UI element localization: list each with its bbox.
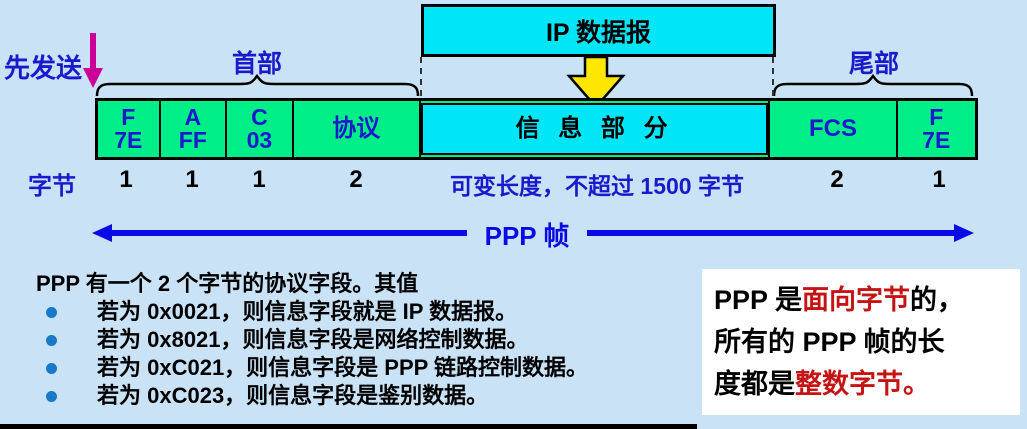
bytes-flag-start: 1 (119, 166, 133, 193)
bullet-text: 若为 0xC021，则信息字段是 PPP 链路控制数据。 (97, 355, 589, 380)
field-address-line1: A (184, 103, 202, 130)
field-information-label: 信 息 部 分 (515, 114, 674, 142)
callout-text-red: 整数字节。 (795, 369, 930, 399)
bullet-text: 若为 0x0021，则信息字段就是 IP 数据报。 (97, 299, 518, 324)
list-item: 若为 0x8021，则信息字段是网络控制数据。 (36, 326, 691, 354)
bytes-protocol: 2 (349, 166, 363, 193)
field-fcs-label: FCS (808, 114, 857, 142)
callout-text-red: 面向字节 (802, 285, 911, 315)
field-control-line2: 03 (246, 127, 273, 153)
bullet-text: 若为 0x8021，则信息字段是网络控制数据。 (97, 327, 529, 352)
first-sent-arrow (83, 33, 103, 88)
protocol-notes: PPP 有一个 2 个字节的协议字段。其值 若为 0x0021，则信息字段就是 … (36, 270, 691, 410)
callout-text: 度都是 (714, 369, 795, 399)
ppp-span-arrowhead-left (92, 224, 112, 242)
bytes-row-label: 字节 (28, 173, 76, 200)
information-inner-box: 信 息 部 分 (420, 103, 769, 155)
field-flag-start: F 7E (98, 101, 161, 157)
field-address-line2: FF (178, 127, 207, 153)
callout-text: 的， (910, 285, 965, 315)
field-protocol: 协议 (294, 101, 421, 157)
bytes-fcs: 2 (830, 166, 844, 193)
field-control: C 03 (227, 101, 294, 157)
ppp-span-arrowhead-right (954, 224, 974, 242)
trailer-label: 尾部 (848, 50, 900, 78)
callout-line: 所有的 PPP 帧的长 (714, 321, 1008, 363)
field-address: A FF (161, 101, 228, 157)
bullet-icon (46, 363, 57, 374)
bytes-information: 可变长度，不超过 1500 字节 (450, 173, 744, 199)
list-item: 若为 0xC023，则信息字段是鉴别数据。 (36, 382, 691, 410)
header-label: 首部 (231, 50, 283, 78)
bottom-edge-strip (0, 424, 697, 429)
field-control-line1: C (251, 103, 268, 130)
field-flag-start-line2: 7E (114, 127, 143, 153)
field-protocol-label: 协议 (332, 114, 381, 142)
bytes-flag-end: 1 (932, 166, 946, 193)
dashed-connector-left (420, 57, 422, 96)
callout-line: 度都是整数字节。 (714, 363, 1008, 405)
ppp-frame-row: F 7E A FF C 03 协议 信 息 部 分 FCS F 7E (95, 98, 978, 160)
callout-line: PPP 是面向字节的， (714, 279, 1008, 321)
field-flag-end: F 7E (898, 101, 975, 157)
list-item: 若为 0xC021，则信息字段是 PPP 链路控制数据。 (36, 354, 691, 382)
bytes-control: 1 (252, 166, 266, 193)
ip-datagram-label: IP 数据报 (545, 18, 652, 47)
list-item: 若为 0x0021，则信息字段就是 IP 数据报。 (36, 298, 691, 326)
field-flag-start-line1: F (121, 103, 136, 130)
bullet-icon (46, 335, 57, 346)
ppp-span-label: PPP 帧 (484, 221, 570, 251)
bytes-address: 1 (185, 166, 199, 193)
field-flag-end-line1: F (929, 103, 944, 130)
bullet-text: 若为 0xC023，则信息字段是鉴别数据。 (97, 383, 489, 408)
bullet-icon (46, 391, 57, 402)
field-flag-end-line2: 7E (922, 127, 951, 153)
callout-text: 所有的 PPP 帧的长 (714, 327, 945, 357)
field-fcs: FCS (770, 101, 898, 157)
ip-datagram-box: IP 数据报 (421, 4, 776, 57)
field-information: 信 息 部 分 (420, 101, 771, 157)
dashed-connector-right (772, 57, 774, 96)
first-sent-label: 先发送 (4, 53, 83, 83)
bullet-icon (46, 307, 57, 318)
callout-text: PPP 是 (714, 285, 803, 315)
notes-intro: PPP 有一个 2 个字节的协议字段。其值 (36, 271, 419, 296)
byte-oriented-callout: PPP 是面向字节的， 所有的 PPP 帧的长 度都是整数字节。 (702, 269, 1020, 415)
